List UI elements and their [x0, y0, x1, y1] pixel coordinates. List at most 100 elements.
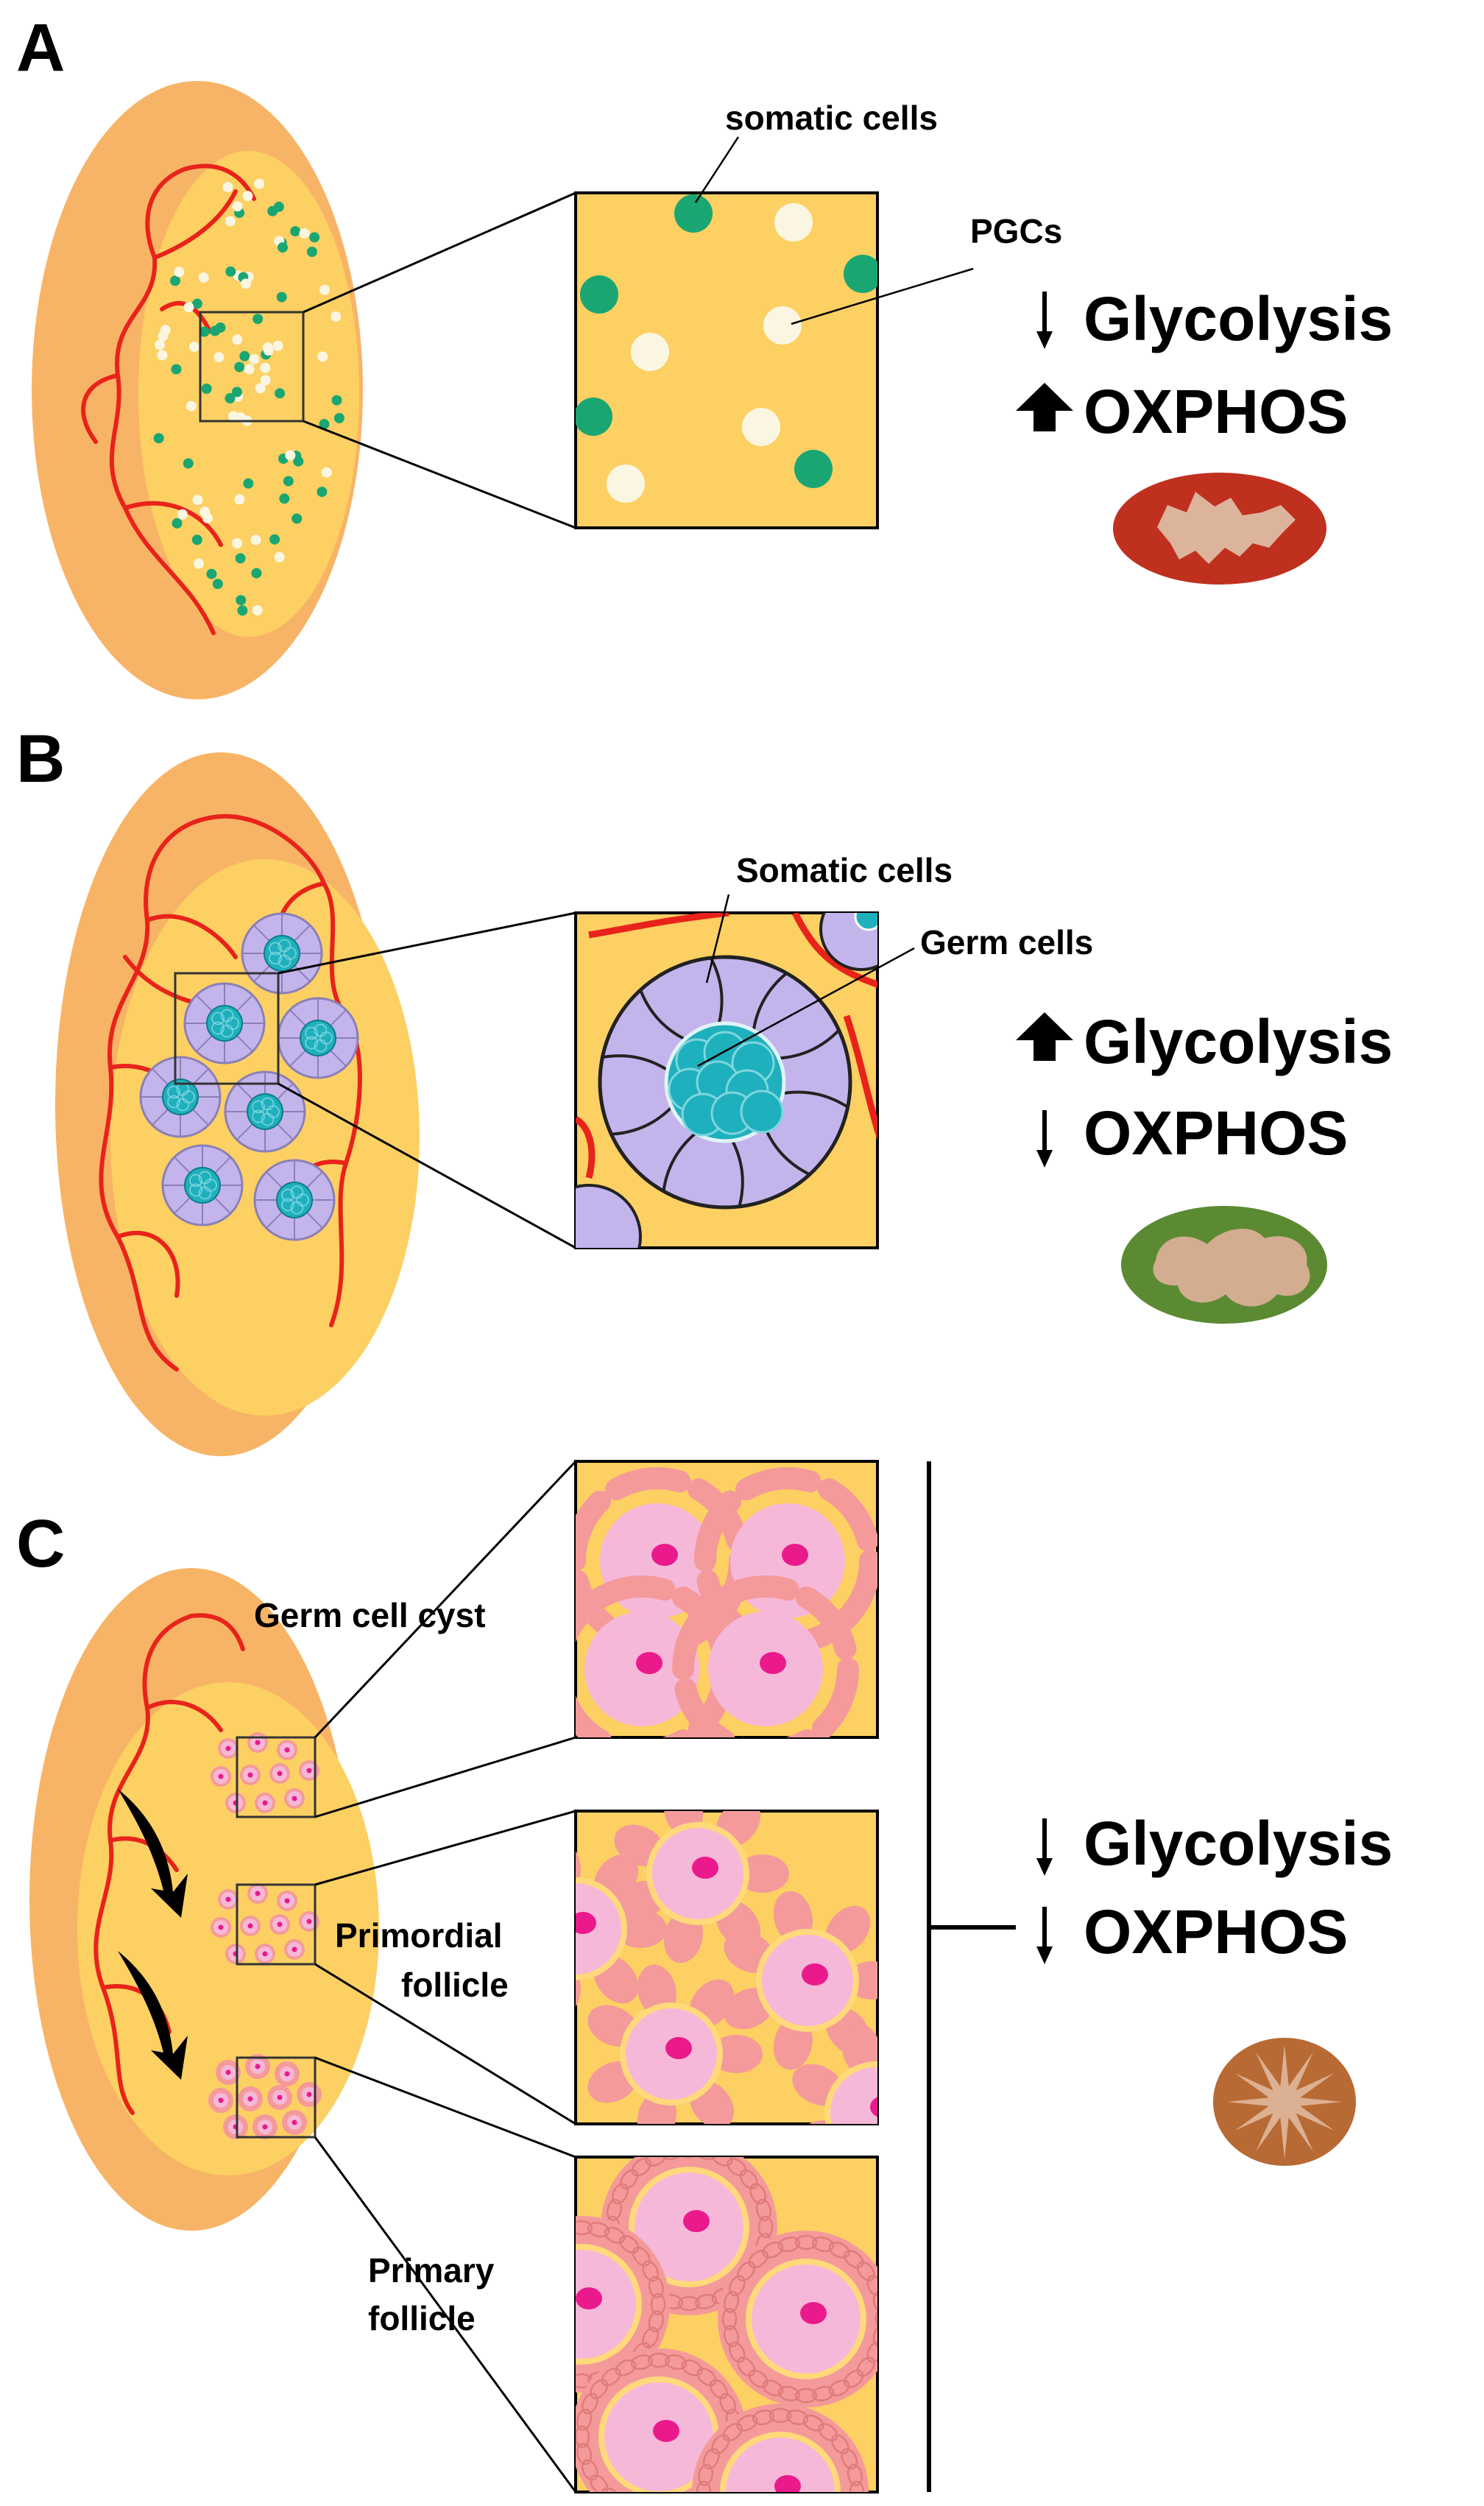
somatic-dot — [269, 534, 280, 545]
somatic-dot — [283, 476, 294, 487]
cell-dots-a — [153, 178, 344, 616]
label-germ-cell-cyst: Germ cell cyst — [254, 1596, 486, 1634]
cristae-b — [1153, 1228, 1310, 1307]
pgc-dot — [183, 302, 194, 313]
pgc-dot — [244, 364, 255, 375]
oxphos-down-thin-arrow-icon — [1036, 1110, 1053, 1168]
zoom-lines-c — [314, 1460, 577, 2493]
pgc-dot — [260, 362, 271, 373]
zoom-lines-b — [278, 911, 576, 1249]
label-primordial-line2: follicle — [401, 1966, 509, 2004]
panel-letter-c: C — [16, 1506, 65, 1581]
pgc-dot — [232, 334, 243, 345]
nucleus — [760, 1652, 786, 1674]
pgc-dot — [213, 352, 225, 363]
granulosa-cell — [818, 1478, 877, 1552]
pgc-dot — [242, 191, 253, 202]
pgc-dot — [158, 331, 169, 342]
panel-c: C Germ cell cyst Primordial follicle Pr — [16, 1460, 1393, 2493]
pgc-dot — [249, 353, 260, 364]
pgc-dot — [274, 551, 285, 562]
curved-arrow-icon — [118, 1951, 188, 2080]
pgc-dot — [262, 342, 273, 353]
granulosa-cell — [672, 1598, 719, 1680]
label-somatic-cells-a: somatic cells — [725, 99, 938, 137]
somatic-dot — [171, 364, 182, 375]
pgc-dot — [260, 375, 271, 386]
pgc-dot — [155, 339, 166, 350]
somatic-dot — [199, 326, 210, 337]
zoom-box-primordial — [236, 1883, 317, 1966]
nucleus — [683, 2210, 710, 2232]
follicle — [692, 2404, 869, 2492]
pgc-dot — [321, 467, 332, 478]
zoom-box-a — [199, 311, 305, 423]
nucleus — [782, 1544, 808, 1566]
pointer-somatic-a — [694, 136, 740, 203]
glycolysis-label-b: Glycolysis — [1084, 1007, 1393, 1076]
granulosa-cell — [914, 2094, 967, 2132]
pgc-dot — [317, 351, 328, 362]
somatic-dot — [225, 266, 236, 277]
granulosa-cell — [834, 1550, 877, 1631]
granulosa-cell — [576, 1695, 612, 1737]
zoom-inset-cyst — [574, 1460, 879, 1739]
somatic-germ-cluster — [183, 982, 266, 1065]
somatic-dot — [235, 553, 246, 564]
granulosa-cell — [735, 1467, 822, 1501]
somatic-cell — [580, 275, 618, 314]
somatic-dot — [237, 605, 248, 616]
germ-cell — [740, 1090, 784, 1134]
zoom-inset-primordial — [574, 1810, 967, 2132]
pgc-dot — [232, 538, 243, 549]
pgc-dot — [319, 284, 330, 295]
somatic-dot — [290, 226, 301, 237]
panel-a: A — [16, 10, 1393, 699]
somatic-dot — [183, 458, 194, 469]
somatic-dot — [279, 493, 290, 504]
mitochondrion-a — [1113, 473, 1326, 585]
somatic-germ-cluster — [253, 1159, 336, 1241]
granulosa-cell — [713, 1575, 799, 1609]
oocyte — [726, 2438, 835, 2492]
zoom-inset-b: Somatic cells Germ cells — [574, 851, 1093, 1249]
glycolysis-up-bold-arrow-icon — [1016, 1012, 1073, 1061]
somatic-dot — [234, 361, 245, 373]
oocyte — [576, 1883, 621, 1974]
pgc-dot — [186, 400, 197, 412]
pgc-dot — [222, 182, 233, 193]
cristae-a — [1157, 492, 1296, 564]
nucleus — [870, 2097, 877, 2117]
label-primordial-line1: Primordial — [335, 1916, 503, 1955]
somatic-dot — [239, 350, 250, 361]
somatic-dot — [210, 325, 221, 336]
oxphos-up-bold-arrow-icon — [1016, 383, 1073, 431]
metabolism-c: Glycolysis OXPHOS — [1036, 1809, 1393, 2166]
pointer-germ-b — [697, 947, 915, 1067]
pgc-dot — [192, 495, 203, 505]
pgc-dot — [225, 216, 236, 227]
somatic-dot — [309, 232, 320, 243]
somatic-dot — [333, 413, 344, 423]
granulosa-cell — [694, 1490, 741, 1572]
somatic-dot — [172, 518, 183, 529]
nucleus — [651, 1544, 678, 1566]
oocyte — [576, 2250, 636, 2359]
zoom-inset-primary — [574, 2156, 879, 2493]
somatic-dot — [206, 568, 217, 579]
nucleus — [653, 2420, 679, 2442]
oxphos-label-a: OXPHOS — [1084, 377, 1348, 446]
gonad-inner-a — [138, 151, 359, 637]
follicle — [724, 1891, 877, 2070]
pgc-cell — [607, 465, 645, 503]
pgc-cell — [631, 333, 669, 371]
somatic-dot — [236, 595, 247, 606]
panel-b: B — [16, 721, 1393, 1456]
granulosa-cell — [812, 1658, 859, 1737]
pgc-dot — [194, 558, 204, 569]
pgc-dot — [331, 311, 342, 322]
follicle-clusters-c — [208, 1732, 322, 2139]
nucleus — [774, 2475, 801, 2492]
somatic-dot — [231, 387, 242, 398]
granulosa-cell — [576, 1490, 611, 1572]
